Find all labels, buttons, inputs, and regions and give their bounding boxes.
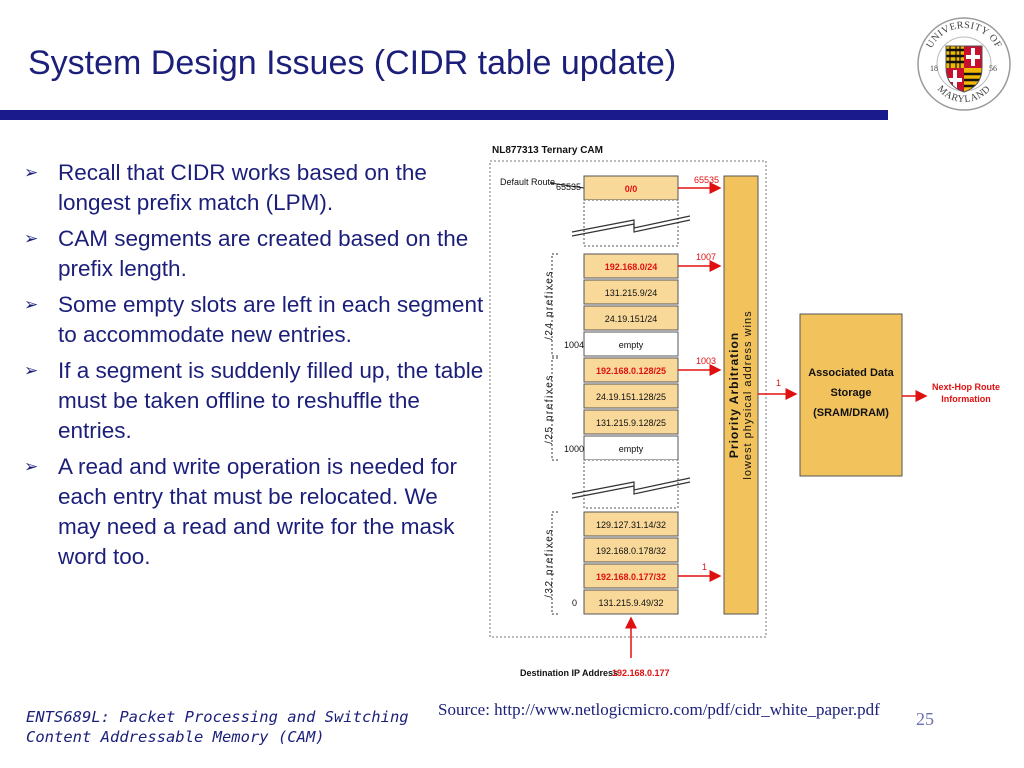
slide-title: System Design Issues (CIDR table update) <box>28 44 677 82</box>
logo-year-right: 56 <box>989 64 997 73</box>
cam-row-text: empty <box>619 444 644 454</box>
cam-row-32 <box>583 537 679 563</box>
cam-row-text: 24.19.151/24 <box>605 314 658 324</box>
logo-year-left: 18 <box>930 64 938 73</box>
cam-row-24-empty <box>583 331 679 357</box>
bullet-arrow-icon: ➢ <box>24 361 39 380</box>
index-1004: 1004 <box>564 340 584 350</box>
title-divider <box>0 110 888 120</box>
cam-row-24 <box>583 305 679 331</box>
cam-row-text: 192.168.0.178/32 <box>596 546 666 556</box>
match-label-1003: 1003 <box>696 356 716 366</box>
bullet-arrow-icon: ➢ <box>24 457 39 476</box>
cam-row-text: 192.168.0/24 <box>605 262 658 272</box>
bullet-text: A read and write operation is needed for… <box>58 454 458 569</box>
cam-title: NL877313 Ternary CAM <box>492 145 603 156</box>
footer-course: ENTS689L: Packet Processing and Switchin… <box>26 708 409 726</box>
index-0: 0 <box>572 598 577 608</box>
source-citation: Source: http://www.netlogicmicro.com/pdf… <box>438 700 880 719</box>
cam-row-text: 192.168.0.128/25 <box>596 366 666 376</box>
bullet-item: ➢ A read and write operation is needed fo… <box>22 452 484 572</box>
cam-row-25 <box>583 409 679 435</box>
default-route-index: 65535 <box>556 182 581 192</box>
cam-row-text: 131.215.9/24 <box>605 288 658 298</box>
cam-row-text: 129.127.31.14/32 <box>596 520 666 530</box>
storage-label: Associated Data <box>808 367 894 379</box>
match-label-1: 1 <box>702 562 707 572</box>
priority-arbitration-box <box>723 175 759 615</box>
cam-row-text: 0/0 <box>625 184 638 194</box>
destination-value: 192.168.0.177 <box>612 668 670 678</box>
arbitration-label: Priority Arbitration <box>727 332 741 458</box>
cam-row-32 <box>583 563 679 589</box>
cam-cidr-diagram: NL877313 Ternary CAM Default Route 65535… <box>489 145 1000 678</box>
page-number: 25 <box>916 709 934 729</box>
cam-row-32 <box>583 589 679 615</box>
bullet-text: If a segment is suddenly filled up, the … <box>58 358 484 443</box>
bullet-arrow-icon: ➢ <box>24 295 39 314</box>
segment-label-25: /25 prefixes <box>544 374 555 444</box>
footer: ENTS689L: Packet Processing and Switchin… <box>26 707 409 747</box>
bullet-list: ➢ Recall that CIDR works based on the lon… <box>22 158 484 578</box>
cam-row-24 <box>583 279 679 305</box>
destination-label: Destination IP Address <box>520 668 618 678</box>
next-hop-label: Next-Hop Route <box>932 382 1000 392</box>
cam-row-text: 192.168.0.177/32 <box>596 572 666 582</box>
cam-frame <box>489 160 767 638</box>
cam-row-25 <box>583 383 679 409</box>
next-hop-label: Information <box>941 394 991 404</box>
cam-row-text: 131.215.9.128/25 <box>596 418 666 428</box>
storage-label: (SRAM/DRAM) <box>813 407 889 419</box>
cam-row-text: 131.215.9.49/32 <box>598 598 663 608</box>
arbitration-sublabel: lowest physical address wins <box>742 310 754 479</box>
bullet-item: ➢ If a segment is suddenly filled up, the… <box>22 356 484 446</box>
bullet-text: CAM segments are created based on the pr… <box>58 226 469 281</box>
cam-row-24 <box>583 253 679 279</box>
bullet-item: ➢ Some empty slots are left in each segme… <box>22 290 484 350</box>
output-label: 1 <box>776 378 781 388</box>
university-seal-logo: UNIVERSITY OF MARYLAND 18 56 <box>917 17 1011 111</box>
bullet-text: Recall that CIDR works based on the long… <box>58 160 427 215</box>
cam-row-text: 24.19.151.128/25 <box>596 392 666 402</box>
match-label-1007: 1007 <box>696 252 716 262</box>
cam-row-25-empty <box>583 435 679 461</box>
index-1000: 1000 <box>564 444 584 454</box>
bullet-item: ➢ Recall that CIDR works based on the lon… <box>22 158 484 218</box>
segment-label-24: /24 prefixes <box>544 270 555 340</box>
segment-label-32: /32 prefixes <box>544 528 555 598</box>
cam-row-25 <box>583 357 679 383</box>
bullet-arrow-icon: ➢ <box>24 229 39 248</box>
bullet-item: ➢ CAM segments are created based on the p… <box>22 224 484 284</box>
match-label-65535: 65535 <box>694 175 719 185</box>
default-route-label: Default Route <box>500 177 555 187</box>
bullet-text: Some empty slots are left in each segmen… <box>58 292 484 347</box>
footer-topic: Content Addressable Memory (CAM) <box>26 728 325 746</box>
cam-row-32 <box>583 511 679 537</box>
bullet-arrow-icon: ➢ <box>24 163 39 182</box>
associated-data-storage-box <box>799 313 903 477</box>
cam-row-text: empty <box>619 340 644 350</box>
storage-label: Storage <box>831 387 872 399</box>
